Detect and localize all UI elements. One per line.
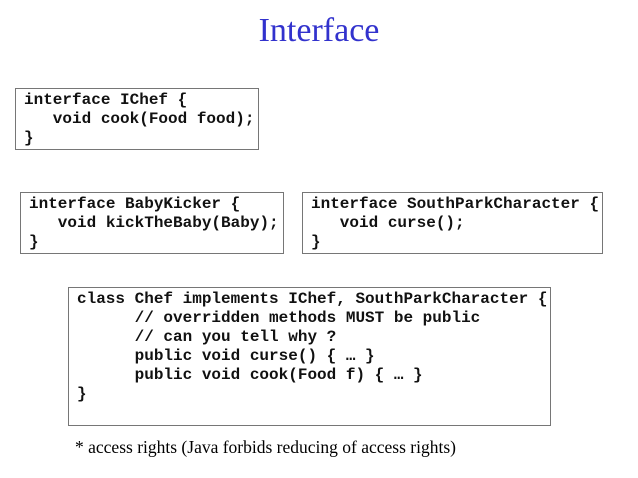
code-box-chef-class: class Chef implements IChef, SouthParkCh… bbox=[68, 287, 551, 426]
code-box-babykicker-interface: interface BabyKicker { void kickTheBaby(… bbox=[20, 192, 284, 254]
code-box-ichef-interface: interface IChef { void cook(Food food); … bbox=[15, 88, 259, 150]
footnote: * access rights (Java forbids reducing o… bbox=[75, 437, 456, 457]
slide-title: Interface bbox=[258, 12, 380, 49]
code-box-southparkcharacter-interface: interface SouthParkCharacter { void curs… bbox=[302, 192, 603, 254]
